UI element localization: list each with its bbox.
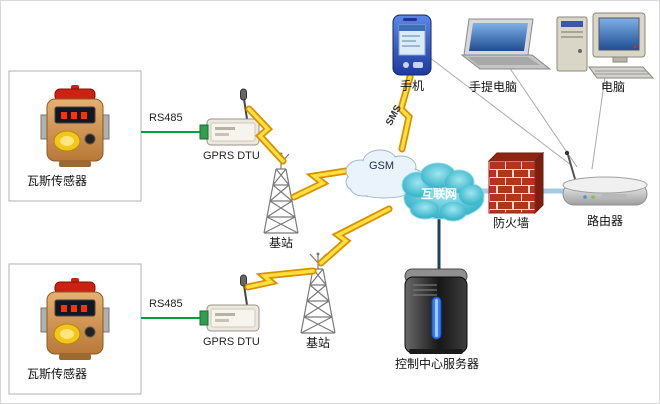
laptop-label: 手提电脑 xyxy=(469,80,518,94)
lightning-bolts xyxy=(244,105,393,291)
gprs-dtu-1-label: GPRS DTU xyxy=(203,150,260,162)
internet-label: 互联网 xyxy=(421,187,458,201)
firewall-wall xyxy=(487,151,545,215)
gprs-dtu-device-1 xyxy=(199,88,260,146)
sensor-1-label: 瓦斯传感器 xyxy=(27,174,88,188)
base-station-2-label: 基站 xyxy=(306,336,331,350)
sms-lightning-bolt xyxy=(397,73,414,153)
router-device xyxy=(562,150,648,206)
router-label: 路由器 xyxy=(587,214,624,228)
gsm-cloud xyxy=(345,149,426,199)
desktop-computer-device xyxy=(556,12,655,79)
base-station-tower-1 xyxy=(263,151,299,234)
internet-cloud xyxy=(401,162,485,222)
laptop-device xyxy=(460,18,552,70)
gprs-dtu-2-label: GPRS DTU xyxy=(203,336,260,348)
phone-label: 手机 xyxy=(400,79,425,93)
router-device-links xyxy=(428,56,606,170)
desktop-label: 电脑 xyxy=(601,80,626,94)
server-label: 控制中心服务器 xyxy=(395,357,480,371)
mobile-phone-device xyxy=(392,14,432,76)
rs485-label-1: RS485 xyxy=(149,112,183,124)
firewall-label: 防火墙 xyxy=(493,216,530,230)
server-device xyxy=(404,268,468,354)
base-station-1-label: 基站 xyxy=(269,236,294,250)
sensor-2-label: 瓦斯传感器 xyxy=(27,367,88,381)
gsm-label: GSM xyxy=(369,160,395,172)
rs485-label-2: RS485 xyxy=(149,298,183,310)
